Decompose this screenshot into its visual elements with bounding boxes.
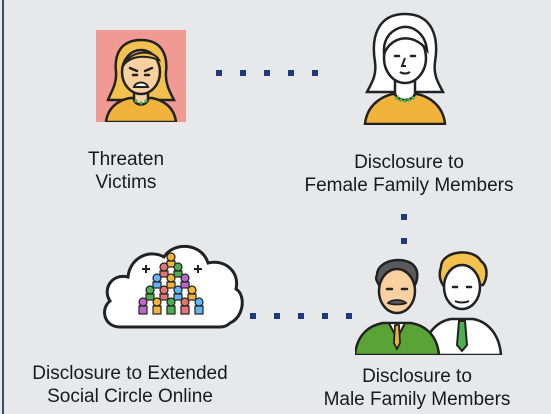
label-line: Male Family Members bbox=[323, 389, 511, 410]
label-line: Threaten bbox=[87, 149, 165, 170]
woman-icon bbox=[363, 12, 447, 125]
two-men-icon bbox=[355, 251, 503, 355]
label-line: Disclosure to bbox=[362, 366, 472, 387]
left-border-line bbox=[2, 0, 4, 414]
label-threaten-victims: Threaten Victims bbox=[66, 148, 186, 194]
label-line: Disclosure to bbox=[354, 152, 464, 173]
label-line: Victims bbox=[95, 172, 157, 193]
label-line: Disclosure to Extended bbox=[32, 363, 228, 384]
label-female-family: Disclosure to Female Family Members bbox=[279, 151, 539, 197]
label-line: Social Circle Online bbox=[47, 386, 213, 407]
distressed-woman-icon bbox=[96, 30, 186, 122]
label-social-circle: Disclosure to Extended Social Circle Onl… bbox=[4, 362, 256, 408]
label-male-family: Disclosure to Male Family Members bbox=[292, 365, 542, 411]
label-line: Female Family Members bbox=[304, 175, 514, 196]
crowd-cloud-icon bbox=[103, 244, 244, 329]
